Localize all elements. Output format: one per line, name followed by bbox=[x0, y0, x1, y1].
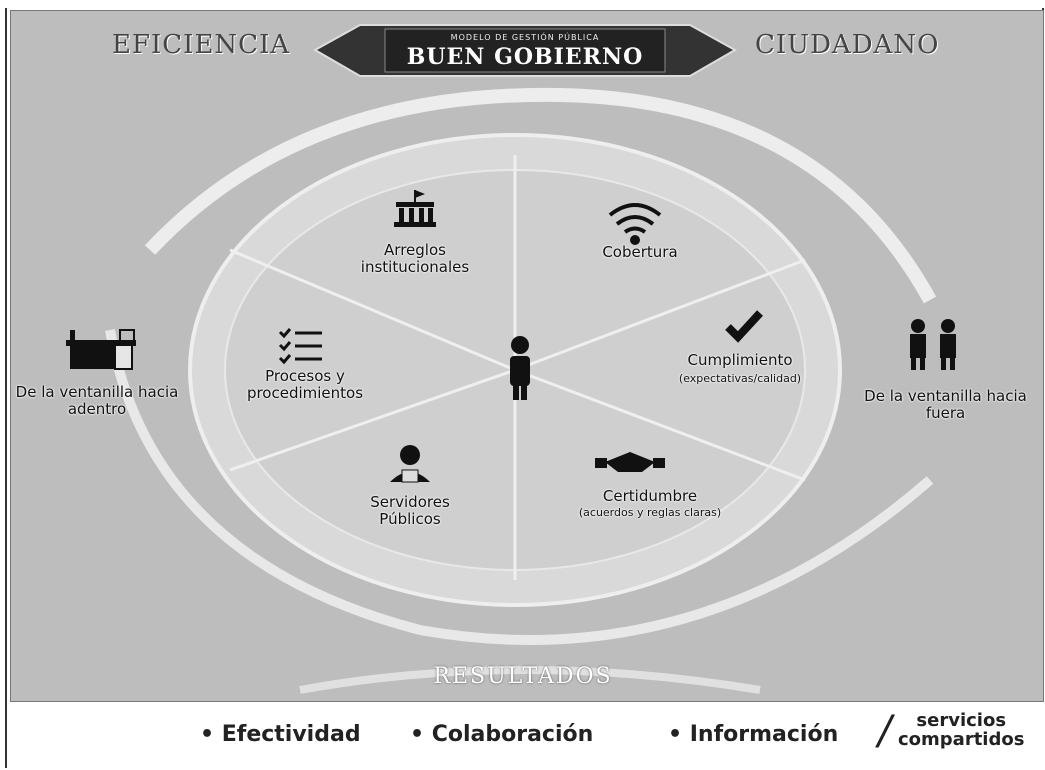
divider-upper-left bbox=[229, 248, 516, 372]
result-servicios: servicios bbox=[916, 710, 1007, 731]
label-certidumbre-sub: (acuerdos y reglas claras) bbox=[578, 506, 722, 519]
label-arreglos: Arreglos institucionales bbox=[360, 241, 470, 276]
top-border bbox=[0, 0, 1045, 4]
wifi-icon bbox=[608, 203, 662, 245]
result-slash: / bbox=[878, 708, 892, 754]
person-icon bbox=[510, 336, 530, 400]
header-eficiencia: EFICIENCIA bbox=[112, 30, 291, 60]
left-rule bbox=[5, 8, 7, 768]
result-compartidos: compartidos bbox=[898, 729, 1025, 750]
outer-ring-top bbox=[144, 87, 937, 304]
label-cumplimiento: Cumplimiento bbox=[687, 351, 793, 369]
label-servidores: Servidores Públicos bbox=[370, 493, 450, 528]
result-colaboracion: • Colaboración bbox=[410, 722, 594, 747]
desk-icon bbox=[66, 329, 136, 370]
banner-inner bbox=[384, 28, 666, 73]
divider-lower-left bbox=[229, 368, 516, 472]
handshake-icon bbox=[595, 452, 665, 472]
result-servicios-compartidos: servicios compartidos bbox=[898, 711, 1024, 749]
label-ventanilla-adentro: De la ventanilla hacia adentro bbox=[15, 383, 179, 418]
results-swoosh bbox=[299, 666, 761, 694]
result-efectividad: • Efectividad bbox=[200, 722, 361, 747]
label-certidumbre: Certidumbre bbox=[602, 487, 698, 505]
checkmark-icon bbox=[725, 310, 763, 343]
label-procesos: Procesos y procedimientos bbox=[246, 367, 364, 402]
building-icon bbox=[394, 190, 436, 227]
server-person-icon bbox=[390, 445, 430, 483]
header-ciudadano: CIUDADANO bbox=[755, 30, 940, 60]
result-informacion: • Información bbox=[668, 722, 839, 747]
divider-lower-right bbox=[514, 368, 806, 482]
label-ventanilla-fuera: De la ventanilla hacia fuera bbox=[864, 387, 1027, 422]
people-icon bbox=[910, 319, 956, 370]
outer-ring-bottom bbox=[105, 329, 934, 645]
label-cumplimiento-sub: (expectativas/calidad) bbox=[678, 372, 802, 385]
checklist-icon bbox=[278, 328, 322, 365]
label-cobertura: Cobertura bbox=[602, 243, 678, 261]
results-title: RESULTADOS bbox=[433, 664, 613, 689]
banner-subtitle: MODELO DE GESTIÓN PÚBLICA bbox=[450, 33, 600, 42]
banner-title: BUEN GOBIERNO bbox=[406, 44, 644, 70]
divider-upper-right bbox=[514, 258, 806, 372]
